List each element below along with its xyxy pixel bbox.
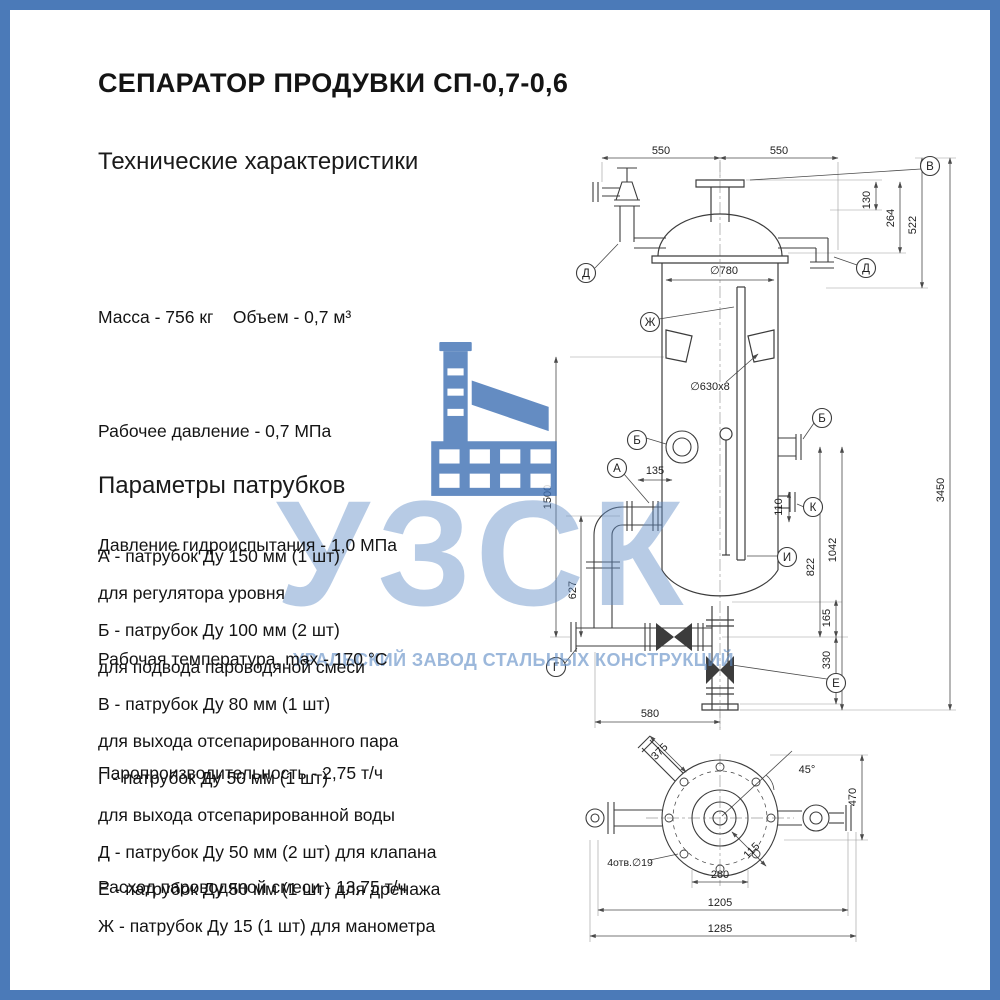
- callout-v: В: [919, 155, 941, 177]
- dim-holes: 4отв.∅19: [607, 857, 653, 869]
- callout-g: Г: [545, 656, 567, 678]
- extension-lines: [550, 157, 956, 942]
- callout-b-left: Б: [626, 429, 648, 451]
- dim-45deg: 45°: [799, 764, 816, 776]
- svg-text:Д: Д: [582, 268, 590, 280]
- dim-dia630: ∅630х8: [690, 381, 730, 393]
- dimension-labels: 550 550 130 264 522 3450 ∅780 ∅630х8 150…: [542, 145, 947, 935]
- spec-line: Рабочая температура, max - 170 °С: [98, 649, 388, 669]
- specs-list: Масса - 756 кг Объем - 0,7 м³ Рабочее да…: [98, 222, 407, 982]
- dim-130: 130: [861, 191, 873, 209]
- nozzle-line: Ж - патрубок Ду 15 (1 шт) для манометра: [98, 916, 436, 936]
- vessel-outline: [651, 179, 789, 711]
- svg-text:Г: Г: [553, 662, 560, 674]
- nozzle-line: для выхода отсепарированного пара: [98, 731, 399, 751]
- dim-1285: 1285: [708, 923, 732, 935]
- dim-580: 580: [641, 708, 659, 720]
- callout-a: А: [606, 457, 628, 479]
- specs-section-title: Технические характеристики: [98, 148, 419, 175]
- spec-line: Паропроизводительность - 2,75 т/ч: [98, 763, 383, 783]
- dim-470: 470: [847, 788, 859, 806]
- nozzle-line: для регулятора уровня: [98, 583, 285, 603]
- callout-b-right: Б: [811, 407, 833, 429]
- nozzle-list: А - патрубок Ду 150 мм (1 шт) для регуля…: [98, 538, 440, 945]
- nozzles-section-title: Параметры патрубков: [98, 472, 346, 499]
- dim-375: 375: [649, 741, 670, 762]
- callout-e: Е: [825, 672, 847, 694]
- nozzle-callouts: В Д Д Ж Б Б А: [545, 155, 941, 694]
- dim-822: 822: [805, 558, 817, 576]
- centerlines: [646, 160, 794, 886]
- plan-view: [585, 735, 852, 877]
- dim-1500: 1500: [542, 485, 554, 509]
- page-title: СЕПАРАТОР ПРОДУВКИ СП-0,7-0,6: [98, 68, 569, 98]
- nozzle-line: Е - патрубок Ду 50 мм (1 шт) для дренажа: [98, 879, 441, 899]
- dim-550-left: 550: [652, 145, 670, 157]
- spec-line: Рабочее давление - 0,7 МПа: [98, 421, 332, 441]
- dim-135: 135: [646, 465, 664, 477]
- callout-i: И: [776, 546, 798, 568]
- dim-165: 165: [821, 609, 833, 627]
- dimension-lines: [553, 155, 953, 939]
- dim-330: 330: [821, 651, 833, 669]
- dim-260: 260: [711, 869, 729, 881]
- callout-zh: Ж: [639, 311, 661, 333]
- nozzle-line: А - патрубок Ду 150 мм (1 шт): [98, 546, 340, 566]
- dim-522: 522: [907, 216, 919, 234]
- dim-110: 110: [773, 498, 785, 516]
- dim-264: 264: [885, 209, 897, 227]
- nozzles-piping: [570, 167, 834, 652]
- svg-text:А: А: [613, 463, 621, 475]
- spec-line: Масса - 756 кг Объем - 0,7 м³: [98, 307, 352, 327]
- svg-text:В: В: [926, 161, 934, 173]
- nozzle-line: В - патрубок Ду 80 мм (1 шт): [98, 694, 331, 714]
- nozzle-line: Г - патрубок Ду 50 мм (1 шт): [98, 768, 329, 788]
- nozzle-line: Б - патрубок Ду 100 мм (2 шт): [98, 620, 340, 640]
- svg-text:Б: Б: [633, 435, 641, 447]
- svg-text:И: И: [783, 552, 791, 564]
- nozzle-line: для подвода пароводяной смеси: [98, 657, 365, 677]
- svg-text:Б: Б: [818, 413, 826, 425]
- nozzle-line: Д - патрубок Ду 50 мм (2 шт) для клапана: [98, 842, 437, 862]
- dim-627: 627: [567, 581, 579, 599]
- spec-line: Давление гидроиспытания - 1,0 МПа: [98, 535, 397, 555]
- spec-line: Расход пароводяной смеси - 13,75 т/ч: [98, 877, 407, 897]
- technical-drawing: 550 550 130 264 522 3450 ∅780 ∅630х8 150…: [542, 145, 956, 942]
- callout-k: К: [802, 496, 824, 518]
- svg-text:Ж: Ж: [645, 317, 656, 329]
- dim-dia780: ∅780: [710, 265, 738, 277]
- dim-3450: 3450: [935, 478, 947, 502]
- valve-symbols: [656, 623, 734, 684]
- svg-text:К: К: [810, 502, 817, 514]
- callout-d-right: Д: [855, 257, 877, 279]
- dim-1205: 1205: [708, 897, 732, 909]
- callout-d-left: Д: [575, 262, 597, 284]
- dim-550-right: 550: [770, 145, 788, 157]
- svg-text:Д: Д: [862, 263, 870, 275]
- nozzle-line: для выхода отсепарированной воды: [98, 805, 395, 825]
- dim-1042: 1042: [827, 538, 839, 562]
- svg-text:Е: Е: [832, 678, 840, 690]
